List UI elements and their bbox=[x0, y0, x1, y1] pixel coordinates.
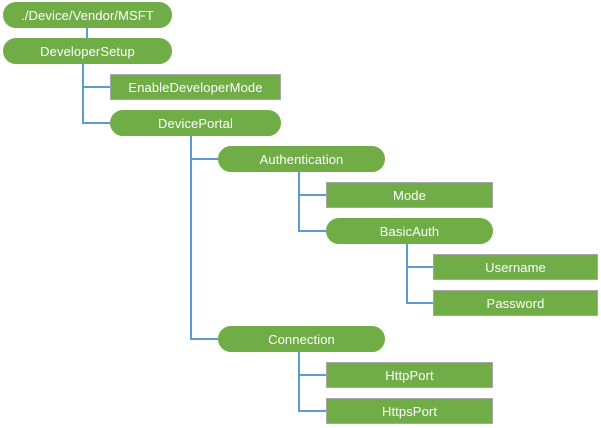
node-label-developer-setup: DeveloperSetup bbox=[40, 43, 135, 59]
node-basic-auth[interactable]: BasicAuth bbox=[326, 218, 493, 244]
node-root[interactable]: ./Device/Vendor/MSFT bbox=[3, 2, 172, 28]
connector-device-portal-to-authentication bbox=[190, 135, 219, 160]
node-developer-setup[interactable]: DeveloperSetup bbox=[3, 38, 172, 64]
node-device-portal[interactable]: DevicePortal bbox=[110, 110, 281, 136]
node-label-username: Username bbox=[485, 259, 546, 275]
connector-connection-to-http-port bbox=[298, 351, 327, 376]
node-username[interactable]: Username bbox=[433, 254, 598, 280]
connector-basic-auth-to-username bbox=[406, 243, 434, 268]
node-https-port[interactable]: HttpsPort bbox=[326, 398, 493, 424]
node-enable-developer-mode[interactable]: EnableDeveloperMode bbox=[110, 74, 281, 100]
node-http-port[interactable]: HttpPort bbox=[326, 362, 493, 388]
node-label-basic-auth: BasicAuth bbox=[379, 223, 440, 239]
connector-developer-setup-to-enable-developer-mode bbox=[82, 63, 111, 88]
node-label-http-port: HttpPort bbox=[385, 367, 434, 383]
connector-device-portal-to-connection bbox=[190, 135, 219, 340]
node-label-root: ./Device/Vendor/MSFT bbox=[21, 7, 154, 23]
node-mode[interactable]: Mode bbox=[326, 182, 493, 208]
node-label-https-port: HttpsPort bbox=[381, 403, 438, 419]
connector-authentication-to-basic-auth bbox=[298, 171, 327, 232]
node-label-password: Password bbox=[486, 295, 545, 311]
node-label-mode: Mode bbox=[393, 187, 426, 203]
node-connection[interactable]: Connection bbox=[218, 326, 385, 352]
node-label-device-portal: DevicePortal bbox=[158, 115, 233, 131]
node-authentication[interactable]: Authentication bbox=[218, 146, 385, 172]
node-password[interactable]: Password bbox=[433, 290, 598, 316]
connector-connection-to-https-port bbox=[298, 351, 327, 412]
node-label-connection: Connection bbox=[268, 331, 335, 347]
connector-authentication-to-mode bbox=[298, 171, 327, 196]
connector-basic-auth-to-password bbox=[406, 243, 434, 304]
connector-developer-setup-to-device-portal bbox=[82, 63, 111, 124]
node-label-enable-developer-mode: EnableDeveloperMode bbox=[128, 79, 263, 95]
node-label-authentication: Authentication bbox=[259, 151, 344, 167]
